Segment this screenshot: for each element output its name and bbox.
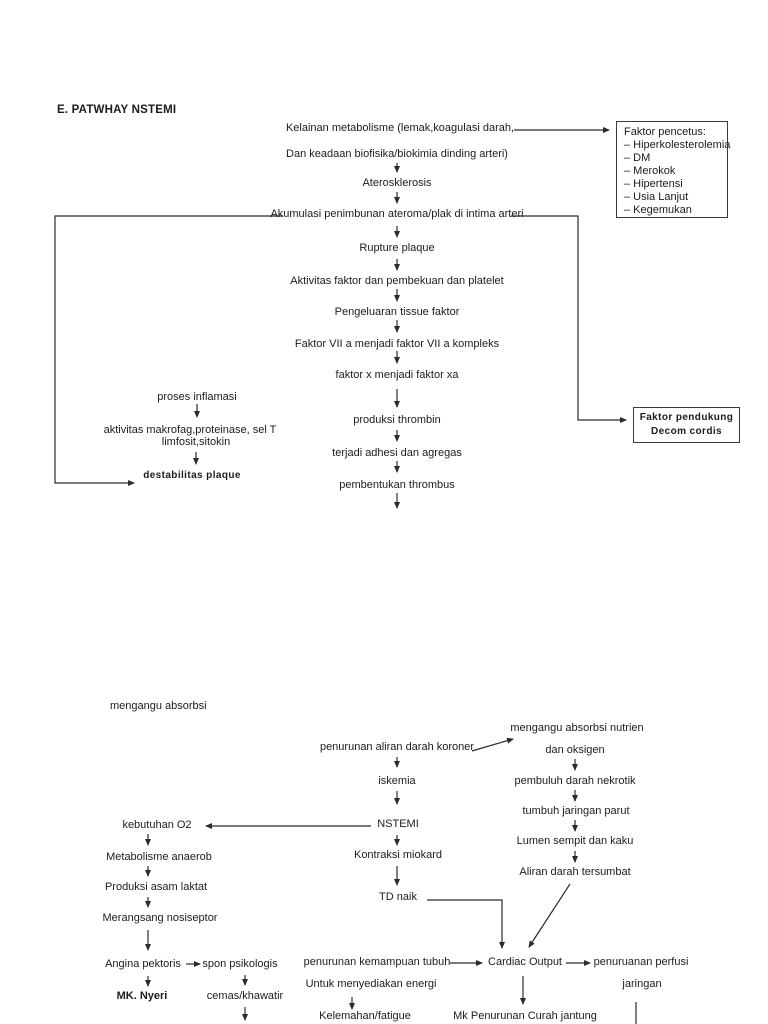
connector-tdnaik-cardiac [427, 899, 505, 949]
node-pengeluaran-tissue-faktor: Pengeluaran tissue faktor [334, 306, 460, 318]
faktor-pencetus-item: – Merokok [624, 165, 676, 177]
node-kelemahan-fatigue: Kelemahan/fatigue [319, 1010, 411, 1022]
node-penuruanan-perfusi-line1: penuruanan perfusi [593, 956, 689, 968]
node-kontraksi-miokard: Kontraksi miokard [353, 849, 443, 861]
node-produksi-asam-laktat: Produksi asam laktat [104, 881, 208, 893]
node-merangsang-nosiseptor: Merangsang nosiseptor [102, 912, 218, 924]
node-cardiac-output: Cardiac Output [488, 956, 562, 968]
node-penuruanan-perfusi-line2: jaringan [622, 978, 662, 990]
node-rupture-plaque: Rupture plaque [359, 242, 435, 254]
node-akumulasi-ateroma: Akumulasi penimbunan ateroma/plak di int… [270, 208, 524, 220]
node-penurunan-kemampuan-line2: Untuk menyediakan energi [305, 978, 437, 990]
arrow-aliran-tersumbat-cardiac [528, 883, 571, 948]
connector-akumulasi-pendukung-box [511, 215, 627, 423]
faktor-pencetus-item: – Kegemukan [624, 204, 692, 216]
faktor-pencetus-title: Faktor pencetus: [624, 126, 706, 138]
node-nstemi: NSTEMI [377, 818, 419, 830]
node-faktor-x-xa: faktor x menjadi faktor xa [335, 369, 459, 381]
node-penurunan-kemampuan-line1: penurunan kemampuan tubuh [303, 956, 451, 968]
node-cemas-khawatir: cemas/khawatir [206, 990, 284, 1002]
faktor-pencetus-box: Faktor pencetus: – Hiperkolesterolemia –… [616, 121, 731, 218]
node-metabolisme-anaerob: Metabolisme anaerob [106, 851, 212, 863]
faktor-pencetus-item: – Usia Lanjut [624, 191, 689, 203]
node-mengangu-absorbsi: mengangu absorbsi [110, 700, 207, 712]
arrow-penurunan-aliran-to-nutrien [471, 737, 514, 752]
faktor-pendukung-line2: Decom cordis [651, 426, 722, 437]
node-faktor-vii-kompleks: Faktor VII a menjadi faktor VII a komple… [294, 338, 500, 350]
node-tumbuh-jaringan-parut: tumbuh jaringan parut [522, 805, 630, 817]
node-aktivitas-faktor-platelet: Aktivitas faktor dan pembekuan dan plate… [290, 275, 504, 287]
node-kelainan-metabolisme-line2: Dan keadaan biofisika/biokimia dinding a… [286, 148, 508, 160]
node-mengangu-absorbsi-nutrien-line2: dan oksigen [545, 744, 605, 756]
node-proses-inflamasi: proses inflamasi [157, 391, 237, 403]
faktor-pencetus-item: – Hipertensi [624, 178, 683, 190]
node-aliran-darah-tersumbat: Aliran darah tersumbat [519, 866, 631, 878]
node-iskemia: iskemia [378, 775, 416, 787]
node-pembuluh-darah-nekrotik: pembuluh darah nekrotik [514, 775, 636, 787]
node-mk-penurunan-curah-jantung: Mk Penurunan Curah jantung [453, 1010, 597, 1022]
node-pembentukan-thrombus: pembentukan thrombus [339, 479, 455, 491]
node-td-naik: TD naik [379, 891, 417, 903]
faktor-pencetus-item: – DM [624, 152, 651, 164]
node-aterosklerosis: Aterosklerosis [362, 177, 432, 189]
node-lumen-sempit-kaku: Lumen sempit dan kaku [516, 835, 634, 847]
node-aktivitas-makrofag-line2: limfosit,sitokin [161, 436, 231, 448]
node-angina-pektoris: Angina pektoris [105, 958, 181, 970]
node-penurunan-aliran-koroner: penurunan aliran darah koroner [319, 741, 475, 753]
node-aktivitas-makrofag-line1: aktivitas makrofag,proteinase, sel T [103, 424, 277, 436]
faktor-pencetus-item: – Hiperkolesterolemia [624, 139, 731, 151]
node-mk-nyeri: MK. Nyeri [116, 990, 168, 1002]
node-produksi-thrombin: produksi thrombin [353, 414, 441, 426]
node-kelainan-metabolisme-line1: Kelainan metabolisme (lemak,koagulasi da… [285, 122, 515, 134]
node-spon-psikologis: spon psikologis [202, 958, 278, 970]
node-kebutuhan-o2: kebutuhan O2 [122, 819, 192, 831]
node-mengangu-absorbsi-nutrien-line1: mengangu absorbsi nutrien [510, 722, 644, 734]
page-title: E. PATWHAY NSTEMI [57, 104, 177, 116]
faktor-pendukung-line1: Faktor pendukung [639, 412, 734, 423]
node-terjadi-adhesi-agregas: terjadi adhesi dan agregas [332, 447, 462, 459]
node-destabilitas-plaque: destabilitas plaque [143, 470, 241, 481]
faktor-pendukung-box: Faktor pendukung Decom cordis [633, 407, 740, 443]
